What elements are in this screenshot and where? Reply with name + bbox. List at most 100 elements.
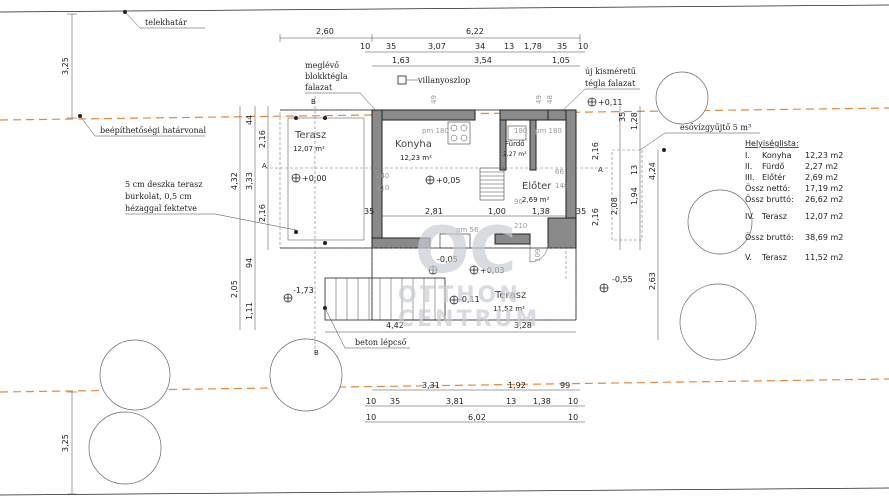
- deck-note-3: hézaggal fektetve: [125, 204, 197, 213]
- svg-text:2,16: 2,16: [258, 204, 267, 222]
- svg-text:35: 35: [618, 112, 627, 122]
- level-marker-icon: +0,05: [425, 175, 461, 185]
- svg-text:13: 13: [504, 42, 514, 51]
- level-marker-icon: +0,00: [291, 173, 327, 183]
- svg-text:90: 90: [514, 198, 523, 206]
- room-hall-name: Előter: [522, 180, 552, 192]
- svg-text:17,19 m2: 17,19 m2: [805, 184, 843, 193]
- svg-text:1,38: 1,38: [532, 207, 550, 216]
- svg-text:3,28: 3,28: [514, 321, 532, 330]
- svg-text:3,31: 3,31: [422, 381, 440, 390]
- svg-text:12,07 m2: 12,07 m2: [805, 212, 843, 221]
- svg-text:Fürdő: Fürdő: [762, 162, 784, 171]
- left-plan-dimensions: 4,32 2,16 3,33 2,16 44 94 2,05 1,11: [230, 106, 269, 330]
- svg-text:Konyha: Konyha: [762, 151, 792, 160]
- svg-text:2,63: 2,63: [648, 272, 657, 290]
- svg-text:10: 10: [578, 42, 588, 51]
- svg-text:13: 13: [506, 397, 516, 406]
- svg-text:3,07: 3,07: [428, 42, 446, 51]
- svg-text:38,69 m2: 38,69 m2: [805, 233, 843, 242]
- svg-text:pm 56: pm 56: [456, 226, 479, 234]
- utility-pole-label: villanyoszlop: [417, 76, 470, 85]
- svg-text:240: 240: [376, 172, 389, 180]
- svg-text:Előtér: Előtér: [762, 172, 786, 182]
- svg-text:-1,73: -1,73: [293, 286, 314, 295]
- svg-text:OC: OC: [415, 214, 516, 288]
- building-line-label: beépíthetőségi határvonal: [100, 126, 206, 135]
- svg-text:1,92: 1,92: [508, 381, 526, 390]
- level-marker-icon: +0,11: [587, 97, 623, 107]
- svg-text:2,05: 2,05: [230, 280, 239, 298]
- bottom-dimensions: 3,31 1,92 99 10 35 3,81 13 1,38 10 10 6,…: [365, 381, 585, 423]
- svg-text:pm 180: pm 180: [422, 127, 449, 135]
- interior-dimensions: 2,81 1,00 1,38 35 35 4,42 3,28 2,16 49 4…: [325, 95, 600, 333]
- svg-text:+0,05: +0,05: [436, 176, 461, 185]
- svg-text:49: 49: [430, 95, 438, 104]
- svg-text:1,11: 1,11: [245, 302, 254, 320]
- room-hall-area: 2,69 m²: [522, 196, 550, 204]
- tree-icon: [88, 411, 162, 485]
- svg-text:II.: II.: [745, 162, 752, 171]
- building-walls: [371, 109, 577, 249]
- room-kitchen-name: Konyha: [395, 139, 432, 150]
- svg-text:2,08: 2,08: [610, 197, 619, 215]
- new-wall-label-2: tégla falazat: [585, 79, 636, 88]
- deck-note-2: burkolat, 0,5 cm: [125, 192, 192, 201]
- svg-text:12,23 m2: 12,23 m2: [805, 151, 843, 160]
- svg-text:3,33: 3,33: [245, 172, 254, 190]
- svg-text:1,38: 1,38: [533, 397, 551, 406]
- svg-text:3,81: 3,81: [446, 397, 464, 406]
- svg-text:10: 10: [360, 42, 370, 51]
- svg-text:-0,55: -0,55: [612, 275, 633, 284]
- svg-text:Össz bruttó:: Össz bruttó:: [745, 232, 794, 242]
- svg-text:44: 44: [245, 115, 254, 125]
- svg-text:1,94: 1,94: [630, 187, 639, 205]
- area-table: Helyiséglista: I. Konyha 12,23 m2 II. Fü…: [745, 138, 843, 262]
- svg-text:94: 94: [245, 258, 254, 268]
- new-wall-label-1: új kisméretű: [585, 67, 636, 76]
- property-line-bottom: [0, 487, 889, 496]
- svg-text:Össz nettó:: Össz nettó:: [745, 183, 790, 193]
- svg-text:49: 49: [535, 95, 543, 104]
- toilet-icon: [507, 125, 527, 141]
- svg-text:I.: I.: [745, 151, 750, 160]
- svg-text:III.: III.: [745, 173, 755, 182]
- existing-wall-label-1: meglévő: [305, 61, 339, 70]
- svg-text:35: 35: [390, 397, 400, 406]
- room-bath-area: 2,27 m²: [503, 151, 527, 158]
- level-marker-icon: -0,55: [599, 275, 633, 293]
- svg-text:10: 10: [366, 397, 376, 406]
- svg-text:6,02: 6,02: [468, 413, 486, 422]
- svg-text:pm 180: pm 180: [535, 127, 562, 135]
- dim-left-bottom: 3,25: [61, 434, 70, 452]
- property-line: [0, 4, 889, 13]
- svg-text:10: 10: [568, 397, 578, 406]
- svg-text:210: 210: [514, 222, 527, 230]
- svg-text:3,54: 3,54: [474, 56, 492, 65]
- room-terrace-upper-area: 12,07 m²: [293, 145, 325, 153]
- tree-icon: [655, 71, 709, 125]
- svg-text:OTTHON: OTTHON: [398, 283, 521, 308]
- section-b-bottom: B: [314, 349, 319, 357]
- interior-stair: [479, 167, 505, 201]
- utility-pole-icon: [397, 75, 407, 85]
- room-kitchen-area: 12,23 m²: [400, 154, 432, 162]
- svg-text:4,24: 4,24: [648, 162, 657, 180]
- svg-text:1,63: 1,63: [392, 56, 410, 65]
- rain-tank-label: esővízgyűjtő 5 m³: [680, 123, 751, 132]
- svg-text:Helyiséglista:: Helyiséglista:: [745, 138, 799, 148]
- svg-text:10: 10: [568, 413, 578, 422]
- tree-icon: [269, 338, 343, 412]
- svg-text:-0,11: -0,11: [459, 295, 480, 304]
- top-dimensions: 2,60 6,22 10 35 3,07 34 13 1,78 35 10 1,…: [279, 27, 588, 67]
- svg-text:99: 99: [560, 381, 570, 390]
- svg-text:109: 109: [534, 249, 542, 262]
- door-swing: [529, 243, 549, 263]
- watermark: OC OTTHON CENTRUM: [398, 214, 537, 332]
- svg-text:2,16: 2,16: [258, 130, 267, 148]
- svg-text:13: 13: [630, 165, 639, 175]
- svg-text:4,42: 4,42: [386, 321, 404, 330]
- svg-text:35: 35: [386, 42, 396, 51]
- svg-text:2,16: 2,16: [591, 142, 600, 160]
